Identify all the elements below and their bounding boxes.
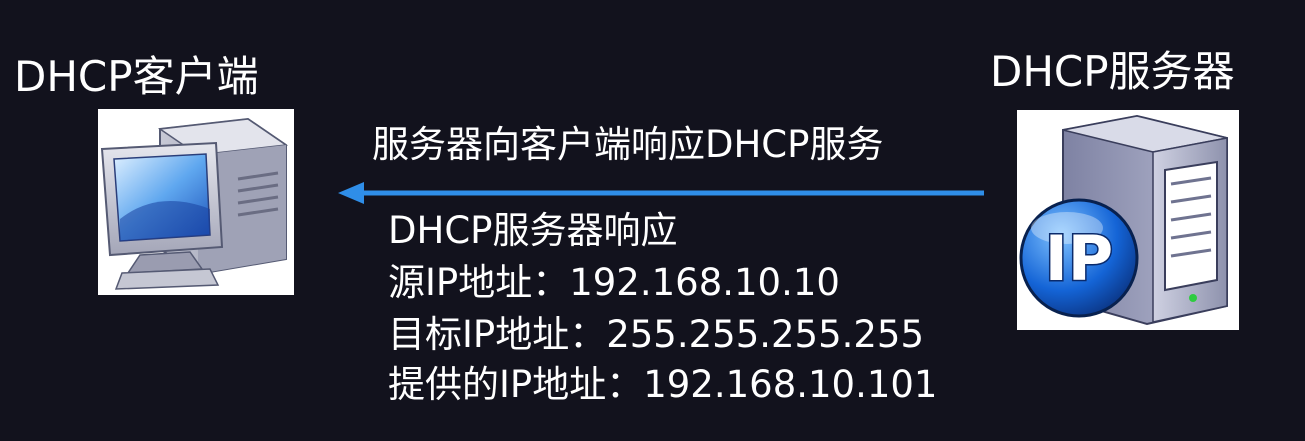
response-heading: DHCP服务器响应 (388, 209, 678, 252)
ip-server-icon: IP (1019, 114, 1228, 326)
arrow-head (338, 182, 364, 204)
computer-icon (100, 117, 289, 290)
server-title: DHCP服务器 (990, 47, 1235, 96)
arrow-caption: 服务器向客户端响应DHCP服务 (372, 123, 884, 166)
ip-badge (1019, 198, 1139, 318)
ip-badge-text: IP (1045, 222, 1114, 295)
destination-ip-line: 目标IP地址：255.255.255.255 (388, 313, 924, 356)
offered-ip-line: 提供的IP地址：192.168.10.101 (388, 363, 938, 406)
response-arrow (338, 182, 984, 204)
client-title: DHCP客户端 (14, 52, 259, 101)
server-box: IP (1017, 110, 1239, 330)
client-computer-box (98, 109, 294, 295)
source-ip-line: 源IP地址：192.168.10.10 (388, 261, 840, 304)
